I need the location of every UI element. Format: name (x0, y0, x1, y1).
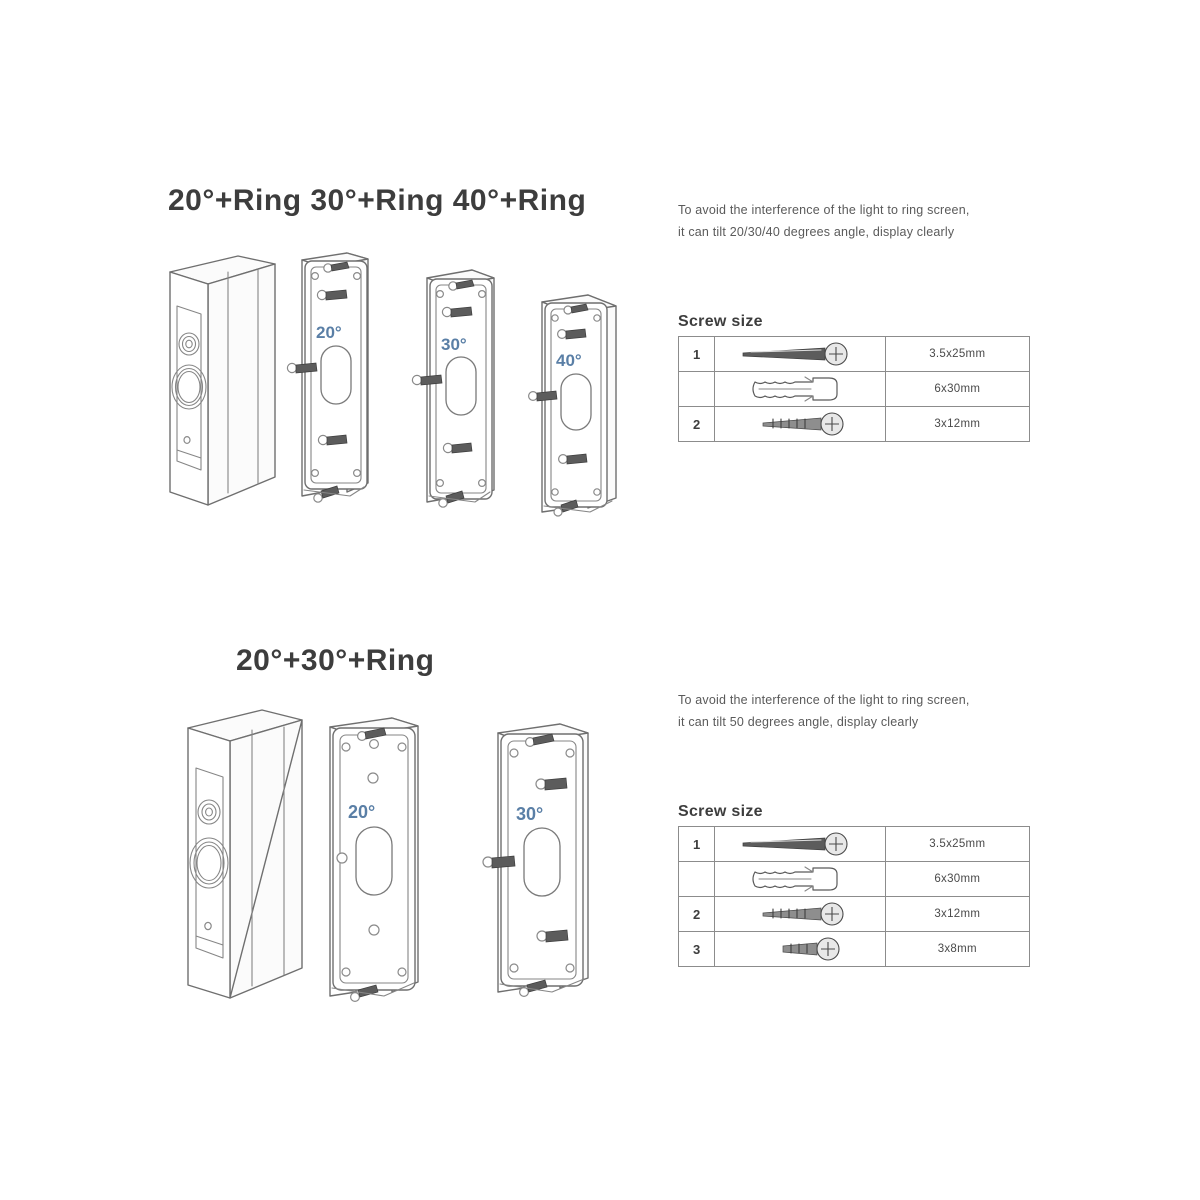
table-row: 6x30mm (677, 861, 1031, 897)
screw-size-heading-bottom: Screw size (678, 803, 763, 820)
table-row: 2 3x12mm (677, 896, 1031, 932)
screw-arrow (411, 374, 443, 386)
screw-row-number: 3 (677, 931, 716, 967)
wedge-angle-label-20-bottom: 20° (348, 802, 375, 822)
screw-arrow (316, 289, 348, 301)
screw-arrow (536, 929, 569, 943)
screw-row-number: 2 (677, 406, 716, 442)
screw-row-number: 1 (677, 826, 716, 862)
screw-size-block-top: Screw size 1 (677, 313, 1031, 442)
wedge-bracket-30-bottom: 30° (482, 723, 589, 998)
wedge-angle-label-40-top: 40° (556, 351, 582, 370)
short-screw-icon (714, 896, 886, 932)
table-row: 6x30mm (677, 371, 1031, 407)
table-row: 2 3x12mm (677, 406, 1031, 442)
kit-title-top: 20°+Ring 30°+Ring 40°+Ring (168, 184, 587, 217)
screw-size-value: 3x12mm (884, 406, 1031, 442)
screw-arrow (323, 261, 350, 273)
illustration-top: 20° (150, 240, 650, 530)
screw-arrow (286, 362, 318, 374)
screw-row-number: 2 (677, 896, 716, 932)
wedge-bracket-20-top: 20° (286, 252, 369, 503)
screw-arrow (557, 328, 587, 340)
illustration-bottom: 20° (170, 700, 600, 1020)
long-screw-icon (714, 336, 886, 372)
screw-row-number (677, 861, 716, 897)
screw-arrow (525, 733, 555, 747)
note-bottom-line2: it can tilt 50 degrees angle, display cl… (678, 715, 919, 729)
wedge-angle-label-30-top: 30° (441, 335, 467, 354)
screw-size-value: 6x30mm (884, 371, 1031, 407)
table-row: 1 3.5x25mm (677, 826, 1031, 862)
table-row: 3 3x8mm (677, 931, 1031, 967)
screw-row-number (677, 371, 716, 407)
screw-size-value: 6x30mm (884, 861, 1031, 897)
long-screw-icon (714, 826, 886, 862)
wedge-bracket-40-top: 40° (528, 294, 617, 517)
screw-size-heading-top: Screw size (678, 313, 763, 330)
wedge-angle-label-20-top: 20° (316, 323, 342, 342)
doorbell-device-top (169, 255, 276, 506)
screw-arrow (535, 777, 568, 791)
wall-anchor-icon (714, 371, 886, 407)
screw-arrow (558, 453, 588, 465)
screw-arrow (563, 303, 589, 315)
table-row: 1 3.5x25mm (677, 336, 1031, 372)
stub-screw-icon (714, 931, 886, 967)
wall-anchor-icon (714, 861, 886, 897)
note-bottom-line1: To avoid the interference of the light t… (678, 693, 970, 707)
screw-arrow (482, 855, 516, 869)
screw-arrow (528, 390, 558, 402)
short-screw-icon (714, 406, 886, 442)
screw-arrow (313, 485, 340, 503)
screw-size-value: 3.5x25mm (884, 336, 1031, 372)
screw-size-block-bottom: Screw size 1 (677, 803, 1031, 967)
screw-arrow (357, 727, 387, 742)
screw-size-value: 3.5x25mm (884, 826, 1031, 862)
note-top-line2: it can tilt 20/30/40 degrees angle, disp… (678, 225, 955, 239)
kit-title-bottom: 20°+30°+Ring (236, 644, 435, 677)
screw-arrow (350, 984, 379, 1003)
screw-arrow (448, 279, 475, 291)
wedge-bracket-30-top: 30° (411, 269, 495, 508)
screw-size-table-bottom: 1 3.5x25mm (677, 826, 1031, 967)
screw-arrow (441, 306, 473, 318)
wedge-angle-label-30-bottom: 30° (516, 804, 543, 824)
doorbell-device-bottom (187, 709, 303, 999)
screw-arrow (317, 434, 348, 446)
screw-row-number: 1 (677, 336, 716, 372)
note-top-line1: To avoid the interference of the light t… (678, 203, 970, 217)
screw-arrow (438, 490, 465, 508)
screw-size-table-top: 1 3.5x25mm (677, 336, 1031, 442)
wedge-bracket-20-bottom: 20° (329, 717, 419, 1003)
screw-size-value: 3x12mm (884, 896, 1031, 932)
screw-arrow (442, 442, 473, 454)
screw-size-value: 3x8mm (884, 931, 1031, 967)
